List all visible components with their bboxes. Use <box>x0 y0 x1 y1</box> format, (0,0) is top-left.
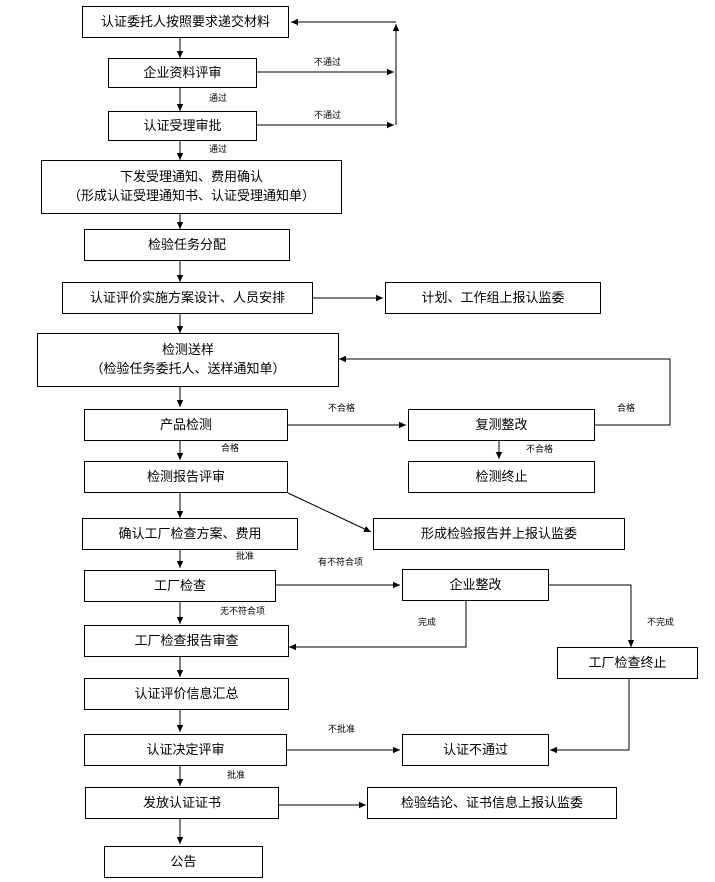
edge-label-unqualified: 不合格 <box>328 404 356 414</box>
node-label: 工厂检查报告审查 <box>134 633 239 649</box>
edge-label-not-approved: 不批准 <box>328 725 356 735</box>
node-plan-design: 认证评价实施方案设计、人员安排 <box>62 282 313 314</box>
arrow-terminate-to-not-passed <box>550 679 630 754</box>
node-label-line2: （检验任务委托人、送样通知单） <box>90 362 286 377</box>
node-label-line1: 下发受理通知、费用确认 <box>119 170 263 185</box>
edge-label-qualified: 合格 <box>221 444 240 454</box>
node-label: 企业整改 <box>449 577 502 593</box>
node-label: 检测报告评审 <box>146 469 225 485</box>
node-decision-review: 认证决定评审 <box>84 734 287 766</box>
node-sampling: 检测送样 （检验任务委托人、送样通知单） <box>37 333 339 387</box>
arrow-rectify-completed <box>289 601 467 651</box>
node-issue-notice: 下发受理通知、费用确认 （形成认证受理通知书、认证受理通知单） <box>41 160 342 214</box>
node-retest-rectify: 复测整改 <box>408 409 595 441</box>
node-label: 工厂检查终止 <box>588 655 667 671</box>
arrow-rectify-not-completed <box>549 584 635 647</box>
node-submit-materials: 认证委托人按照要求递交材料 <box>82 6 289 38</box>
node-test-terminate: 检测终止 <box>408 461 595 493</box>
node-label: 检测终止 <box>475 469 528 485</box>
arrow-review-to-inspection-report <box>287 492 372 533</box>
node-factory-report-review: 工厂检查报告审查 <box>84 625 289 657</box>
node-company-rectify: 企业整改 <box>402 569 549 601</box>
node-company-review: 企业资料评审 <box>108 58 257 88</box>
arrow-retest-qualified <box>339 355 671 426</box>
edge-label-no-nonconformity: 无不符合项 <box>220 607 266 617</box>
node-issue-certificate: 发放认证证书 <box>85 787 279 819</box>
node-report-conclusion: 检验结论、证书信息上报认监委 <box>367 787 617 819</box>
node-label: 发放认证证书 <box>142 795 221 811</box>
node-label: 检验结论、证书信息上报认监委 <box>400 795 583 811</box>
node-factory-inspection: 工厂检查 <box>84 570 276 602</box>
node-inspection-report-submit: 形成检验报告并上报认监委 <box>373 518 625 550</box>
node-info-summary: 认证评价信息汇总 <box>84 678 289 710</box>
node-label: 公告 <box>170 854 197 870</box>
node-test-report-review: 检测报告评审 <box>84 461 288 493</box>
node-label: 认证评价实施方案设计、人员安排 <box>89 290 285 306</box>
node-label: 产品检测 <box>159 417 212 433</box>
edge-label-pass-1: 通过 <box>209 94 228 104</box>
edge-label-fail-1: 不通过 <box>314 58 342 68</box>
node-label: 认证委托人按照要求递交材料 <box>100 14 270 30</box>
edge-label-approved-2: 批准 <box>227 771 246 781</box>
edge-label-unqualified-terminate: 不合格 <box>526 445 554 455</box>
node-not-passed: 认证不通过 <box>402 734 549 766</box>
node-acceptance-approval: 认证受理审批 <box>108 111 257 141</box>
edge-label-pass-2: 通过 <box>209 145 228 155</box>
node-label: 认证不通过 <box>442 742 508 758</box>
node-label: 形成检验报告并上报认监委 <box>420 526 577 542</box>
node-label: 企业资料评审 <box>143 65 222 81</box>
node-label-line2: （形成认证受理通知书、认证受理通知单） <box>67 189 315 204</box>
edge-label-approved-1: 批准 <box>236 552 255 562</box>
node-label-line1: 检测送样 <box>161 343 214 358</box>
edge-label-not-completed: 不完成 <box>647 618 675 628</box>
node-confirm-factory-plan: 确认工厂检查方案、费用 <box>82 518 298 550</box>
node-label: 工厂检查 <box>153 578 206 594</box>
node-task-assign: 检验任务分配 <box>84 229 290 261</box>
node-label: 确认工厂检查方案、费用 <box>118 526 262 542</box>
node-label: 认证决定评审 <box>146 742 225 758</box>
node-label: 认证评价信息汇总 <box>134 686 239 702</box>
node-label: 认证受理审批 <box>143 118 222 134</box>
edge-label-has-nonconformity: 有不符合项 <box>318 558 364 568</box>
node-label: 检验任务分配 <box>147 237 226 253</box>
edge-label-completed: 完成 <box>418 618 437 628</box>
node-label: 复测整改 <box>475 417 528 433</box>
node-label: 计划、工作组上报认监委 <box>421 290 565 306</box>
edge-label-fail-2: 不通过 <box>314 111 342 121</box>
node-factory-terminate: 工厂检查终止 <box>557 647 698 679</box>
node-report-plan: 计划、工作组上报认监委 <box>385 282 601 314</box>
node-product-test: 产品检测 <box>84 409 288 441</box>
node-announce: 公告 <box>104 846 263 878</box>
edge-label-qualified-retest: 合格 <box>617 404 636 414</box>
